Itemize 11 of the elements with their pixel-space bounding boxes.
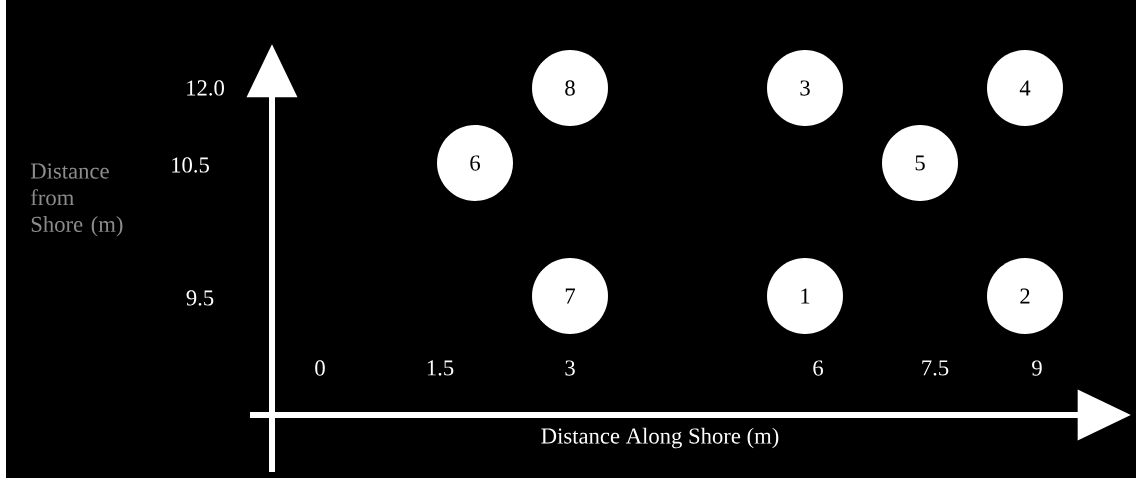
tick-label: 7.5 <box>922 360 949 376</box>
tick-label: 0 <box>315 360 325 376</box>
tick-label: 12.0 <box>187 80 224 96</box>
axis-title: Distance from Shore (m) <box>30 163 123 237</box>
tick-label: 3 <box>565 360 575 376</box>
axis-title: Distance Along Shore (m) <box>541 427 779 449</box>
tick-label: 1.5 <box>427 360 454 376</box>
tick-label: 9 <box>1032 360 1042 376</box>
tick-label: 10.5 <box>172 157 209 173</box>
tick-label: 9.5 <box>186 290 214 306</box>
tick-label: 6 <box>813 360 823 376</box>
